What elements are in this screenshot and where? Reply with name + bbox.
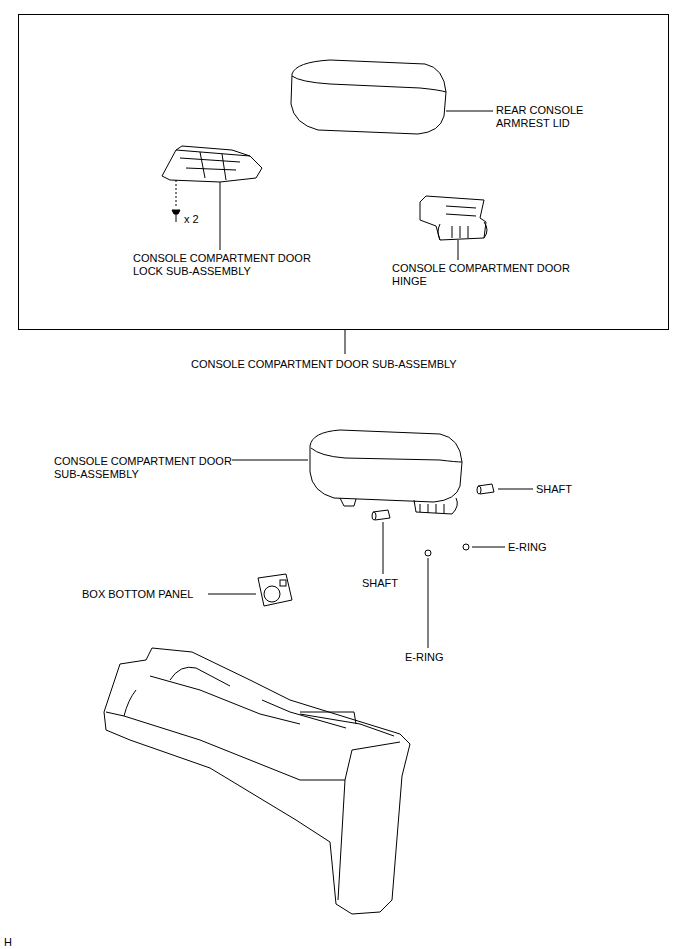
- part-label: REAR CONSOLE ARMREST LID: [496, 104, 606, 130]
- part-label: CONSOLE COMPARTMENT DOOR LOCK SUB-ASSEMB…: [133, 252, 323, 278]
- part-label: E-RING: [405, 651, 465, 664]
- part-label: SHAFT: [362, 577, 422, 590]
- assembly-label: CONSOLE COMPARTMENT DOOR SUB-ASSEMBLY: [191, 358, 457, 371]
- group-box: CONSOLE COMPARTMENT DOOR SUB-ASSEMBLY: [18, 14, 669, 330]
- part-label: E-RING: [508, 541, 568, 554]
- part-label: CONSOLE COMPARTMENT DOOR SUB-ASSEMBLY: [54, 455, 244, 481]
- part-label: SHAFT: [536, 483, 596, 496]
- part-label: BOX BOTTOM PANEL: [82, 588, 222, 601]
- part-label: H: [4, 936, 24, 949]
- part-label: x 2: [184, 213, 224, 226]
- part-label: CONSOLE COMPARTMENT DOOR HINGE: [392, 262, 582, 288]
